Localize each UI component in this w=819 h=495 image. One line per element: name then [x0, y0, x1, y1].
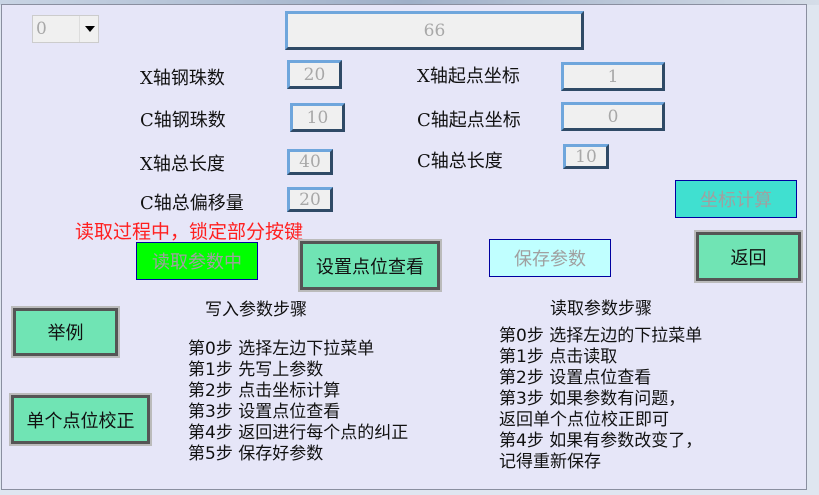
read-step: 第1步 点击读取 [499, 347, 618, 367]
read-step: 第0步 选择左边的下拉菜单 [499, 326, 703, 346]
c-start-field[interactable]: 0 [561, 102, 665, 131]
write-steps-list: 第0步 选择左边下拉菜单 第1步 先写上参数 第2步 点击坐标计算 第3步 设置… [188, 339, 408, 465]
axis-dropdown[interactable]: 0 [32, 15, 99, 43]
read-step: 第4步 如果有参数改变了， [499, 431, 703, 451]
c-offset-label: C轴总偏移量 [140, 193, 244, 214]
read-step: 记得重新保存 [499, 452, 601, 472]
write-steps-title: 写入参数步骤 [205, 300, 307, 320]
write-step: 第2步 点击坐标计算 [188, 381, 341, 401]
c-length-label: C轴总长度 [417, 151, 503, 172]
read-steps-title: 读取参数步骤 [550, 299, 652, 319]
read-step: 第2步 设置点位查看 [499, 368, 652, 388]
x-length-label: X轴总长度 [140, 154, 225, 175]
calc-coordinates-button[interactable]: 坐标计算 [675, 180, 797, 218]
title-bar [0, 0, 819, 5]
x-start-label: X轴起点坐标 [417, 66, 520, 87]
write-step: 第0步 选择左边下拉菜单 [188, 339, 375, 359]
c-length-field[interactable]: 10 [563, 144, 609, 169]
example-button[interactable]: 举例 [11, 306, 120, 358]
status-message: 读取过程中，锁定部分按键 [75, 221, 304, 243]
c-balls-label: C轴钢珠数 [140, 110, 226, 131]
back-button[interactable]: 返回 [694, 230, 803, 283]
x-length-field[interactable]: 40 [287, 149, 333, 175]
save-params-button[interactable]: 保存参数 [489, 239, 611, 277]
write-step: 第3步 设置点位查看 [188, 402, 341, 422]
read-step: 第3步 如果参数有问题， [499, 389, 686, 409]
chevron-down-icon[interactable] [79, 16, 100, 42]
display-field[interactable]: 66 [285, 11, 584, 50]
read-step: 返回单个点位校正即可 [499, 410, 669, 430]
read-params-button[interactable]: 读取参数中 [136, 242, 258, 280]
read-steps-list: 第0步 选择左边的下拉菜单 第1步 点击读取 第2步 设置点位查看 第3步 如果… [499, 326, 702, 473]
dropdown-value: 0 [36, 19, 47, 39]
x-balls-label: X轴钢珠数 [140, 68, 225, 89]
single-point-correct-button[interactable]: 单个点位校正 [9, 393, 152, 446]
write-step: 第4步 返回进行每个点的纠正 [188, 423, 409, 443]
c-offset-field[interactable]: 20 [287, 187, 333, 212]
write-step: 第5步 保存好参数 [188, 444, 324, 464]
x-balls-field[interactable]: 20 [287, 60, 342, 89]
c-start-label: C轴起点坐标 [417, 110, 521, 131]
set-point-view-button[interactable]: 设置点位查看 [298, 239, 442, 292]
c-balls-field[interactable]: 10 [290, 103, 345, 132]
write-step: 第1步 先写上参数 [188, 360, 324, 380]
x-start-field[interactable]: 1 [561, 62, 665, 91]
